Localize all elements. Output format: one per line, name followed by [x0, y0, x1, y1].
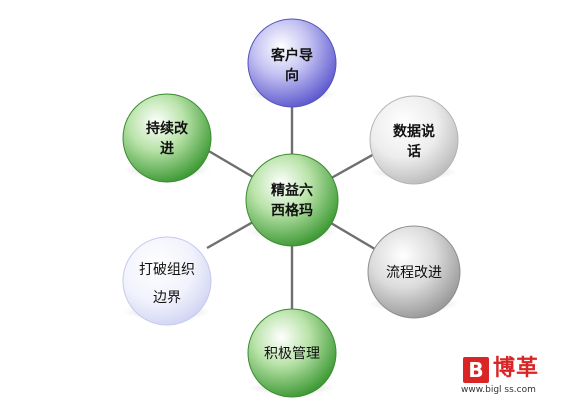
node-break-boundaries: 打破组织 边界 [122, 236, 212, 326]
center-label-line1: 精益六 [271, 182, 313, 199]
node-label-line1: 数据说 [393, 123, 435, 140]
node-process-improvement: 流程改进 [367, 225, 461, 319]
node-label-line2: 话 [407, 143, 421, 160]
logo-mark-icon: B [463, 357, 489, 383]
node-center-lean-six-sigma: 精益六 西格玛 [245, 153, 339, 247]
node-label-line2: 向 [285, 67, 299, 84]
node-label-line1: 客户导 [270, 47, 313, 64]
node-label-line1: 打破组织 [139, 261, 195, 278]
node-proactive-management: 积极管理 [247, 308, 337, 398]
node-label-line1: 持续改 [146, 120, 189, 137]
node-label-line1: 流程改进 [386, 265, 442, 281]
brand-logo: B 博革 www.bigl ss.com [459, 355, 559, 399]
node-customer-oriented: 客户导 向 [247, 18, 337, 108]
node-label-line2: 进 [160, 141, 174, 157]
node-continuous-improvement: 持续改 进 [122, 93, 212, 183]
logo-name: 博革 [493, 356, 540, 381]
node-label-line1: 积极管理 [264, 346, 320, 362]
center-label-line2: 西格玛 [271, 202, 313, 219]
logo-url: www.bigl ss.com [461, 385, 536, 395]
node-label-line2: 边界 [153, 290, 181, 306]
node-data-driven: 数据说 话 [369, 95, 459, 185]
